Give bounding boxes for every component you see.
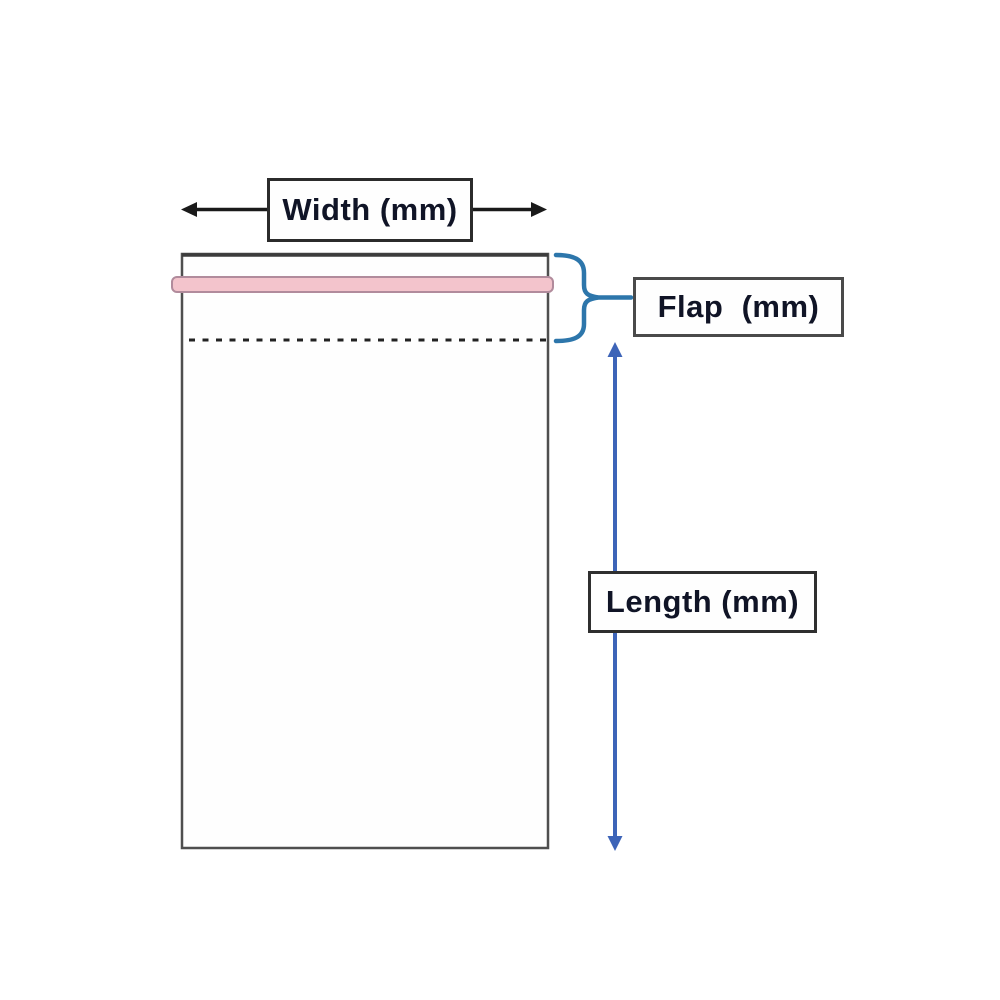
adhesive-seal-strip [171,276,554,293]
length-arrow-bottom-head [607,836,623,851]
width-arrow-left-head [181,202,197,217]
width-label: Width (mm) [267,178,473,242]
bag-outline [180,252,550,850]
width-arrow-right-head [531,202,547,217]
length-label: Length (mm) [588,571,817,633]
width-arrow-right [473,202,547,217]
length-arrow-top-head [607,342,623,357]
flap-label: Flap (mm) [633,277,844,337]
width-arrow-left [181,202,267,217]
flap-brace [553,252,599,344]
